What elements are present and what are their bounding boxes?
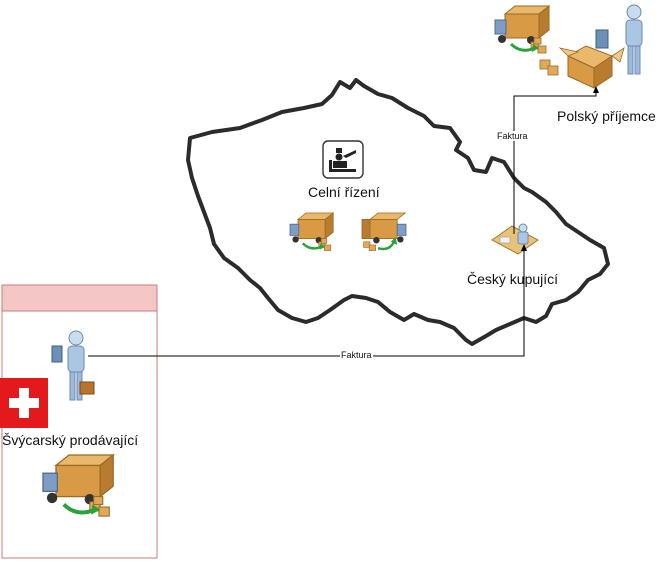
customs-truck-in-icon [288,211,335,252]
customs-officer-icon [322,140,364,179]
polish-recipient-label: Polský příjemce [557,108,656,124]
czech-buyer-icon [491,223,539,255]
seller-person-icon [51,330,95,401]
invoice-label-buyer-to-recipient: Faktura [496,131,529,141]
flow-line-seller-to-buyer [88,248,525,357]
flow-arrowhead-recipient [593,86,599,93]
czech-map-outline [186,78,610,346]
czech-buyer-label: Český kupující [467,271,559,287]
polish-truck-icon [493,4,551,55]
swiss-seller-panel-header [1,284,158,312]
customs-truck-out-icon [360,211,408,252]
polish-recipient-person-icon [595,4,643,75]
customs-label: Celní řízení [308,184,380,200]
flow-arrowhead-buyer [521,244,527,251]
polish-boxes-icon [539,45,625,89]
invoice-label-seller-to-buyer: Faktura [340,350,373,360]
swiss-seller-label: Švýcarský prodávající [2,432,139,448]
swiss-flag-icon [0,378,48,428]
